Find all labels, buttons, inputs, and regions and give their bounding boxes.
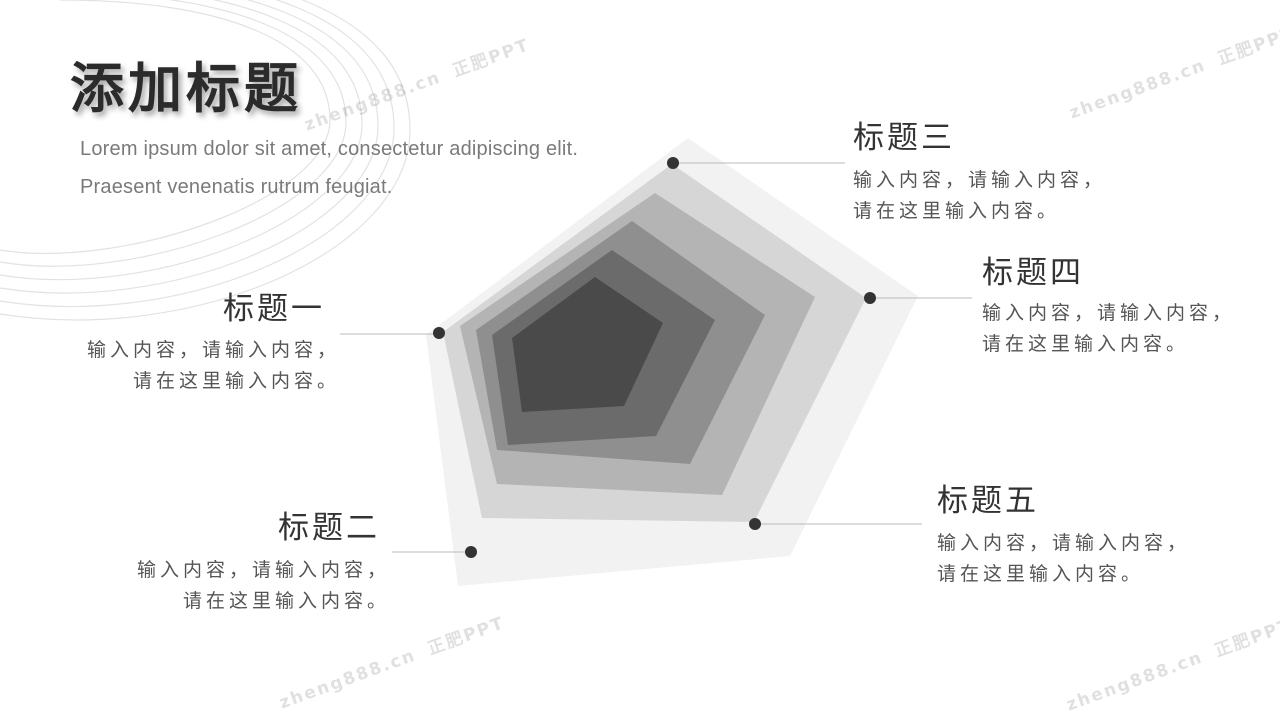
item-2-body-line1: 输入内容，请输入内容， xyxy=(136,559,390,581)
item-1-body: 输入内容，请输入内容， 请在这里输入内容。 xyxy=(40,335,340,397)
item-4-body: 输入内容，请输入内容， 请在这里输入内容。 xyxy=(982,298,1235,360)
page-subtitle: Lorem ipsum dolor sit amet, consectetur … xyxy=(80,138,579,198)
item-1-title: 标题一 xyxy=(223,291,325,327)
item-3-body-line1: 输入内容，请输入内容， xyxy=(853,169,1107,191)
page-title: 添加标题 xyxy=(70,57,302,120)
markers xyxy=(433,157,876,558)
item-4-title: 标题四 xyxy=(982,255,1084,291)
connectors xyxy=(340,162,972,553)
decorative-swirl xyxy=(0,0,411,321)
item-2-title: 标题二 xyxy=(278,510,380,546)
marker-dot xyxy=(864,292,876,304)
item-1-body-line1: 输入内容，请输入内容， xyxy=(86,339,340,361)
item-3-title: 标题三 xyxy=(853,120,955,156)
item-5-title: 标题五 xyxy=(937,483,1039,519)
item-2-body-line2: 请在这里输入内容。 xyxy=(182,590,390,612)
item-5-body-line1: 输入内容，请输入内容， xyxy=(937,532,1191,554)
marker-dot xyxy=(465,546,477,558)
item-4-body-line2: 请在这里输入内容。 xyxy=(982,333,1190,355)
marker-dot xyxy=(433,327,445,339)
pentagon-stack xyxy=(426,138,918,586)
item-4-body-line1: 输入内容，请输入内容， xyxy=(982,302,1236,324)
item-5-body-line2: 请在这里输入内容。 xyxy=(937,563,1145,585)
item-5-body: 输入内容，请输入内容， 请在这里输入内容。 xyxy=(937,528,1190,590)
marker-dot xyxy=(667,157,679,169)
pentagon-layer-6 xyxy=(512,277,663,412)
marker-dot xyxy=(749,518,761,530)
item-1-body-line2: 请在这里输入内容。 xyxy=(132,370,340,392)
item-2-body: 输入内容，请输入内容， 请在这里输入内容。 xyxy=(90,555,390,617)
item-3-body: 输入内容，请输入内容， 请在这里输入内容。 xyxy=(853,165,1106,227)
item-3-body-line2: 请在这里输入内容。 xyxy=(853,200,1061,222)
